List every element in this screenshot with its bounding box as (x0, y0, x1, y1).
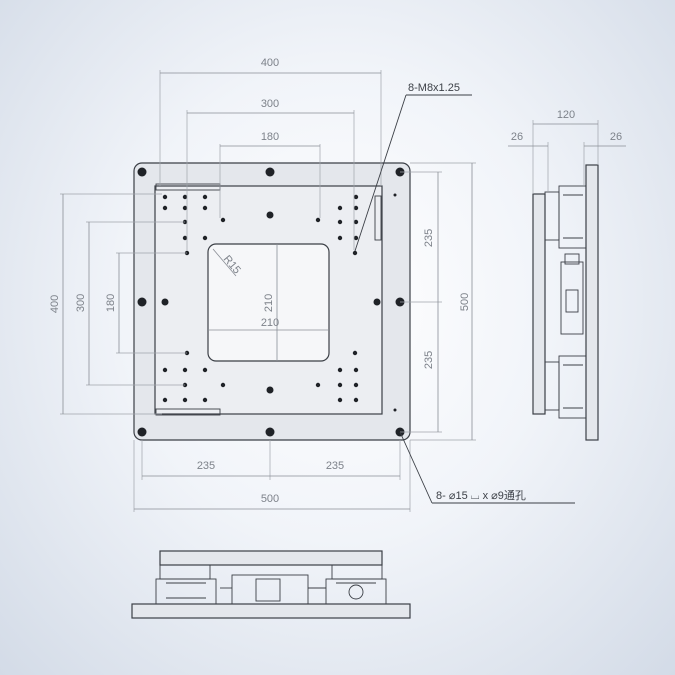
front-view (131, 550, 411, 619)
side-view: 120 26 26 (508, 109, 626, 441)
dim-label-window-width: 210 (261, 317, 279, 329)
thread-callout-leader (354, 94, 407, 252)
top-view (133, 162, 411, 441)
dim-label-500-bottom: 500 (261, 493, 279, 505)
dim-label-400-top: 400 (261, 57, 279, 69)
dim-label-500-right: 500 (459, 293, 471, 311)
front-left-carriage (159, 564, 211, 580)
center-window (207, 243, 330, 362)
dim-label-235-bottom-left: 235 (197, 460, 215, 472)
side-upper-carriage (544, 191, 560, 241)
side-stage-plate (532, 193, 546, 415)
dim-label-235-bottom-right: 235 (326, 460, 344, 472)
dim-label-window-height: 210 (263, 294, 275, 312)
front-top-plate (159, 550, 383, 566)
front-detail-lines (166, 582, 376, 599)
front-motor (231, 574, 309, 605)
top-view-dimensions: 400 300 180 400 300 180 235 235 (49, 57, 575, 512)
side-base-plate (585, 164, 599, 441)
front-knob (348, 584, 364, 600)
dim-label-180-left: 180 (105, 294, 117, 312)
front-motor-coupler (255, 578, 281, 602)
front-left-block (155, 578, 217, 605)
side-lower-block (558, 355, 587, 419)
dim-label-400-left: 400 (49, 295, 61, 313)
front-right-carriage (331, 564, 383, 580)
hole-callout-leader (399, 431, 433, 504)
dim-label-26-left: 26 (511, 131, 523, 143)
side-detail-lines (563, 194, 583, 409)
dim-label-235-lower: 235 (423, 351, 435, 369)
side-lower-carriage (544, 361, 560, 411)
dim-label-300-left: 300 (75, 294, 87, 312)
dim-label-235-upper: 235 (423, 229, 435, 247)
guide-rail-right (374, 195, 382, 241)
thread-callout-label: 8-M8x1.25 (408, 82, 460, 94)
side-motor (560, 261, 584, 335)
guide-rail-bottom-left (155, 408, 221, 416)
dim-label-120: 120 (557, 109, 575, 121)
front-right-block (325, 578, 387, 605)
hole-callout-label: 8- ⌀15 ⌴ x ⌀9通孔 (436, 489, 526, 502)
radius-leader (212, 248, 237, 277)
dim-label-300-top: 300 (261, 98, 279, 110)
side-upper-block (558, 185, 587, 249)
dim-label-180-top: 180 (261, 131, 279, 143)
side-motor-end (564, 253, 580, 265)
front-base-plate (131, 603, 411, 619)
dim-label-26-right: 26 (610, 131, 622, 143)
side-motor-coupler (565, 289, 579, 313)
